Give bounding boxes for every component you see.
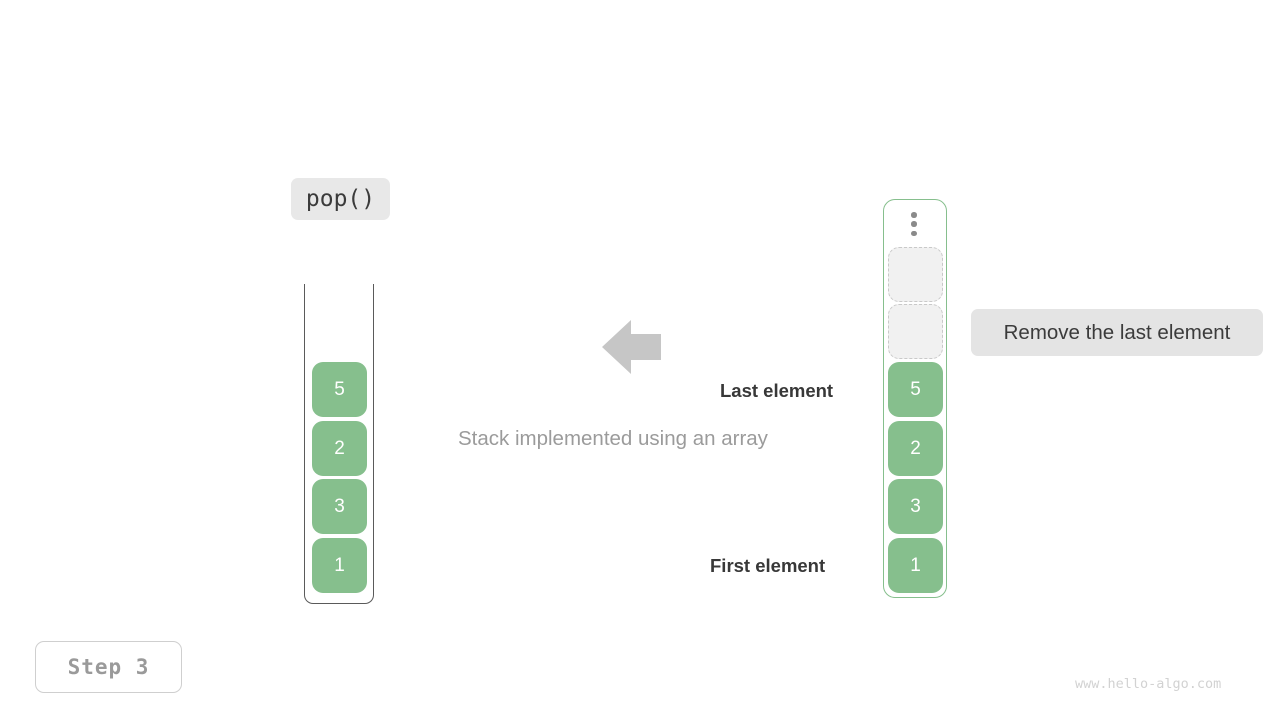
array-container bbox=[883, 199, 947, 598]
ellipsis-dot bbox=[911, 212, 917, 218]
ellipsis-dot bbox=[911, 230, 917, 236]
step-badge: Step 3 bbox=[35, 641, 182, 693]
stack-container bbox=[304, 284, 374, 604]
ellipsis-dot bbox=[911, 221, 917, 227]
vertical-ellipsis-icon bbox=[910, 212, 918, 236]
array-cell-empty bbox=[888, 247, 943, 302]
caption-text: Stack implemented using an array bbox=[458, 427, 768, 450]
array-cell-empty bbox=[888, 304, 943, 359]
array-cell: 5 bbox=[888, 362, 943, 417]
callout-remove-last-element: Remove the last element bbox=[971, 309, 1263, 356]
operation-label-pop: pop() bbox=[291, 178, 390, 220]
annotation-first-element: First element bbox=[710, 555, 826, 576]
stack-cell: 1 bbox=[312, 538, 367, 593]
array-cell: 3 bbox=[888, 479, 943, 534]
left-arrow-icon bbox=[602, 320, 661, 374]
watermark: www.hello-algo.com bbox=[1075, 676, 1222, 692]
annotation-last-element: Last element bbox=[720, 380, 834, 401]
stack-cell: 2 bbox=[312, 421, 367, 476]
array-cell: 1 bbox=[888, 538, 943, 593]
array-cell: 2 bbox=[888, 421, 943, 476]
stack-cell: 3 bbox=[312, 479, 367, 534]
stack-cell: 5 bbox=[312, 362, 367, 417]
